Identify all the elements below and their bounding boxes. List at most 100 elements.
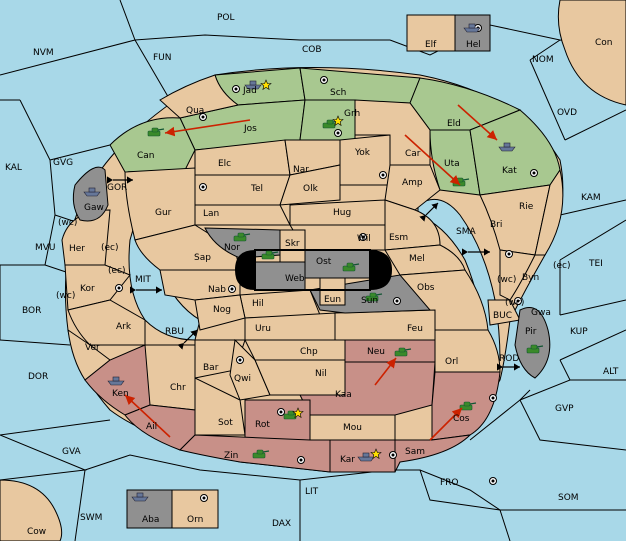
- province-Orn[interactable]: [171, 489, 219, 529]
- passage-arrows: [107, 176, 520, 371]
- province-Qwi[interactable]: [229, 338, 271, 401]
- label-Cow: Cow: [27, 527, 46, 537]
- label-SOM: SOM: [558, 493, 579, 503]
- label-GOR: GOR: [107, 183, 127, 193]
- label-Cos: Cos: [453, 414, 470, 424]
- province-Amp[interactable]: [384, 164, 441, 211]
- label-TEI: TEI: [588, 259, 603, 269]
- label-coast: (ec): [108, 266, 126, 276]
- label-Orl: Orl: [445, 357, 458, 367]
- label-SWM: SWM: [80, 513, 102, 523]
- label-Chp: Chp: [300, 347, 318, 357]
- label-Eun: Eun: [324, 295, 341, 305]
- province-Neu[interactable]: [344, 339, 436, 363]
- label-Tel: Tel: [250, 184, 263, 194]
- label-DAX: DAX: [272, 519, 291, 529]
- label-Skr: Skr: [285, 239, 300, 249]
- tunnel-east: [370, 250, 392, 290]
- province-Rie[interactable]: [534, 168, 564, 256]
- label-LIT: LIT: [305, 487, 319, 497]
- label-Gwa: Gwa: [531, 308, 551, 318]
- move-orders: [124, 104, 498, 441]
- label-Nil: Nil: [315, 369, 327, 379]
- label-Elf: Elf: [425, 40, 437, 50]
- label-Uru: Uru: [255, 324, 271, 334]
- label-coast: (ec): [101, 243, 119, 253]
- label-GVA: GVA: [62, 447, 82, 457]
- label-Grh: Grh: [344, 109, 360, 119]
- label-Nog: Nog: [213, 305, 231, 315]
- label-Rie: Rie: [519, 202, 534, 212]
- province-Cow[interactable]: [0, 479, 63, 541]
- label-NVM: NVM: [33, 48, 54, 58]
- label-FUN: FUN: [153, 53, 172, 63]
- province-Qua[interactable]: [159, 74, 240, 119]
- label-Hel: Hel: [466, 40, 481, 50]
- label-OVD: OVD: [557, 108, 577, 118]
- label-Orn: Orn: [187, 515, 203, 525]
- label-KAL: KAL: [5, 163, 22, 173]
- province-Chr[interactable]: [142, 344, 196, 411]
- label-coast: (wc): [58, 218, 77, 228]
- label-Mou: Mou: [343, 423, 362, 433]
- label-Mel: Mel: [409, 254, 425, 264]
- province-Pir[interactable]: [514, 307, 551, 379]
- province-Con[interactable]: [557, 0, 626, 106]
- label-Jos: Jos: [243, 124, 257, 134]
- province-Chp[interactable]: [244, 339, 346, 361]
- label-RBU: RBU: [165, 327, 184, 337]
- label-Ost: Ost: [316, 257, 332, 267]
- label-Kar: Kar: [340, 455, 355, 465]
- label-Qwi: Qwi: [234, 374, 251, 384]
- label-Kat: Kat: [502, 166, 517, 176]
- label-GVP: GVP: [555, 404, 574, 414]
- label-Pir: Pir: [525, 327, 537, 337]
- label-Sun: Sun: [361, 296, 378, 306]
- province-Aba[interactable]: [126, 489, 173, 529]
- label-Feu: Feu: [407, 324, 423, 334]
- province-Nab[interactable]: [159, 269, 241, 301]
- province-Ost[interactable]: [304, 249, 371, 279]
- label-Hug: Hug: [333, 208, 351, 218]
- label-Car: Car: [405, 149, 421, 159]
- province-Hel[interactable]: [454, 14, 491, 52]
- label-Con: Con: [595, 38, 613, 48]
- province-Eun[interactable]: [319, 277, 346, 306]
- label-Sot: Sot: [218, 418, 233, 428]
- label-KAM: KAM: [581, 193, 601, 203]
- label-Gaw: Gaw: [84, 203, 104, 213]
- label-FRO: FRO: [440, 478, 459, 488]
- label-coast: (wc): [497, 275, 516, 285]
- label-Yok: Yok: [354, 148, 371, 158]
- label-Aba: Aba: [142, 515, 159, 525]
- label-Elc: Elc: [218, 159, 231, 169]
- label-Can: Can: [137, 151, 155, 161]
- label-Ark: Ark: [116, 322, 132, 332]
- province-Ark[interactable]: [67, 299, 146, 346]
- label-NOM: NOM: [532, 55, 554, 65]
- label-Kor: Kor: [80, 284, 95, 294]
- label-MVU: MVU: [35, 243, 56, 253]
- label-Lan: Lan: [203, 209, 219, 219]
- label-Hil: Hil: [252, 299, 264, 309]
- label-Qua: Qua: [186, 106, 204, 116]
- label-MIT: MIT: [135, 275, 151, 285]
- label-Uta: Uta: [444, 159, 460, 169]
- label-Chr: Chr: [170, 383, 186, 393]
- label-Bri: Bri: [490, 220, 502, 230]
- label-Nor: Nor: [224, 243, 240, 253]
- label-Wil: Wil: [357, 234, 371, 244]
- label-Ver: Ver: [85, 343, 100, 353]
- province-Olk[interactable]: [279, 164, 341, 206]
- province-Nil[interactable]: [254, 359, 346, 396]
- label-Amp: Amp: [402, 178, 423, 188]
- label-Kaa: Kaa: [335, 390, 352, 400]
- province-Tel[interactable]: [194, 174, 291, 206]
- province-Kaa[interactable]: [299, 361, 436, 416]
- province-Sam[interactable]: [394, 434, 472, 473]
- province-Elf[interactable]: [406, 14, 456, 52]
- label-Esm: Esm: [389, 233, 408, 243]
- label-POL: POL: [217, 13, 235, 23]
- label-Neu: Neu: [367, 347, 385, 357]
